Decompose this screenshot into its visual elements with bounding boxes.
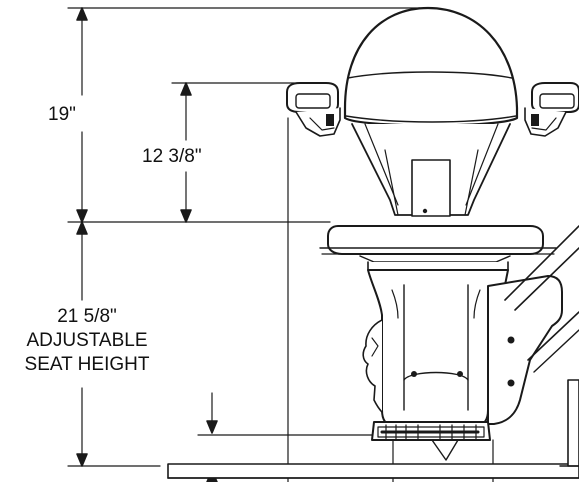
chair-back — [343, 6, 519, 217]
ground-rail — [167, 463, 579, 479]
seat-height-value: 21 5/8" — [57, 306, 117, 327]
seat-height-label: 21 5/8" ADJUSTABLE SEAT HEIGHT — [12, 305, 162, 377]
seat-height-line1: ADJUSTABLE — [26, 330, 148, 351]
footrest — [371, 421, 491, 461]
armrest-height-label: 12 3/8" — [142, 146, 202, 167]
carriage-body — [362, 269, 509, 426]
left-armrest — [286, 82, 341, 137]
drive-housing — [487, 225, 579, 467]
seat-cushion — [319, 225, 557, 271]
back-height-label: 19" — [48, 104, 76, 125]
right-armrest — [524, 82, 579, 137]
seat-height-line2: SEAT HEIGHT — [24, 354, 150, 375]
dimension-lines — [67, 7, 494, 482]
